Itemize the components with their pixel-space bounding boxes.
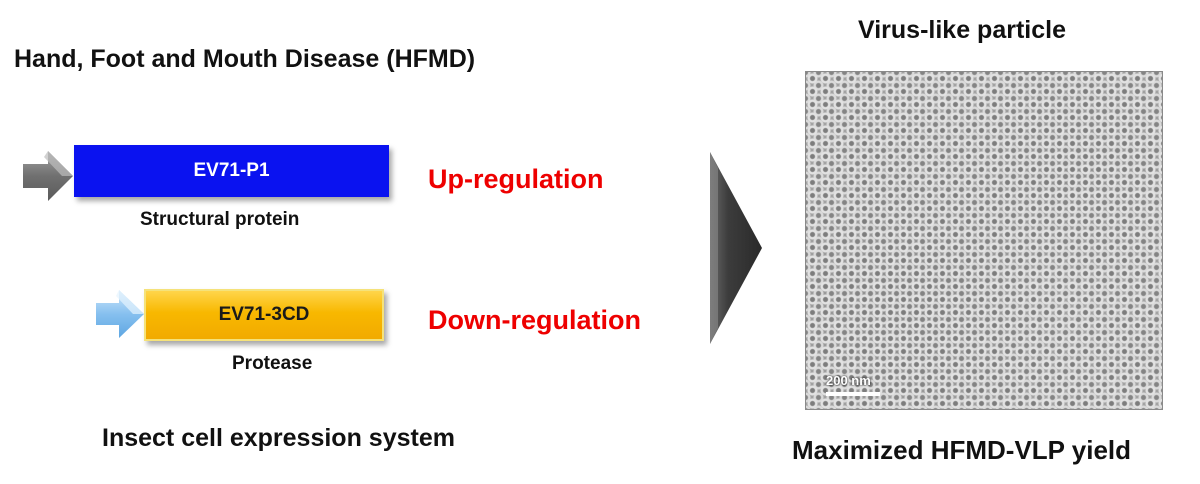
down-regulation-label: Down-regulation xyxy=(428,305,641,335)
scale-bar xyxy=(826,392,880,396)
up-regulation-label: Up-regulation xyxy=(428,164,604,194)
gene-label-ev71-p1: EV71-P1 xyxy=(193,160,270,181)
promoter-arrow-icon xyxy=(96,290,144,338)
gene-description-protease: Protease xyxy=(232,353,313,374)
gene-box-ev71-3cd: EV71-3CD xyxy=(144,289,384,341)
gene-label-ev71-3cd: EV71-3CD xyxy=(218,304,310,325)
gene-box-ev71-p1: EV71-P1 xyxy=(74,145,389,197)
vlp-title: Virus-like particle xyxy=(858,16,1066,44)
scale-bar-label: 200 nm xyxy=(826,373,871,388)
gene-description-structural-protein: Structural protein xyxy=(140,209,300,230)
vlp-micrograph-image: 200 nm xyxy=(805,71,1163,410)
process-arrow-icon xyxy=(710,152,762,344)
promoter-arrow-icon xyxy=(23,151,73,201)
expression-system-label: Insect cell expression system xyxy=(102,424,455,452)
diagram-title: Hand, Foot and Mouth Disease (HFMD) xyxy=(14,45,476,73)
yield-label: Maximized HFMD-VLP yield xyxy=(792,435,1132,465)
